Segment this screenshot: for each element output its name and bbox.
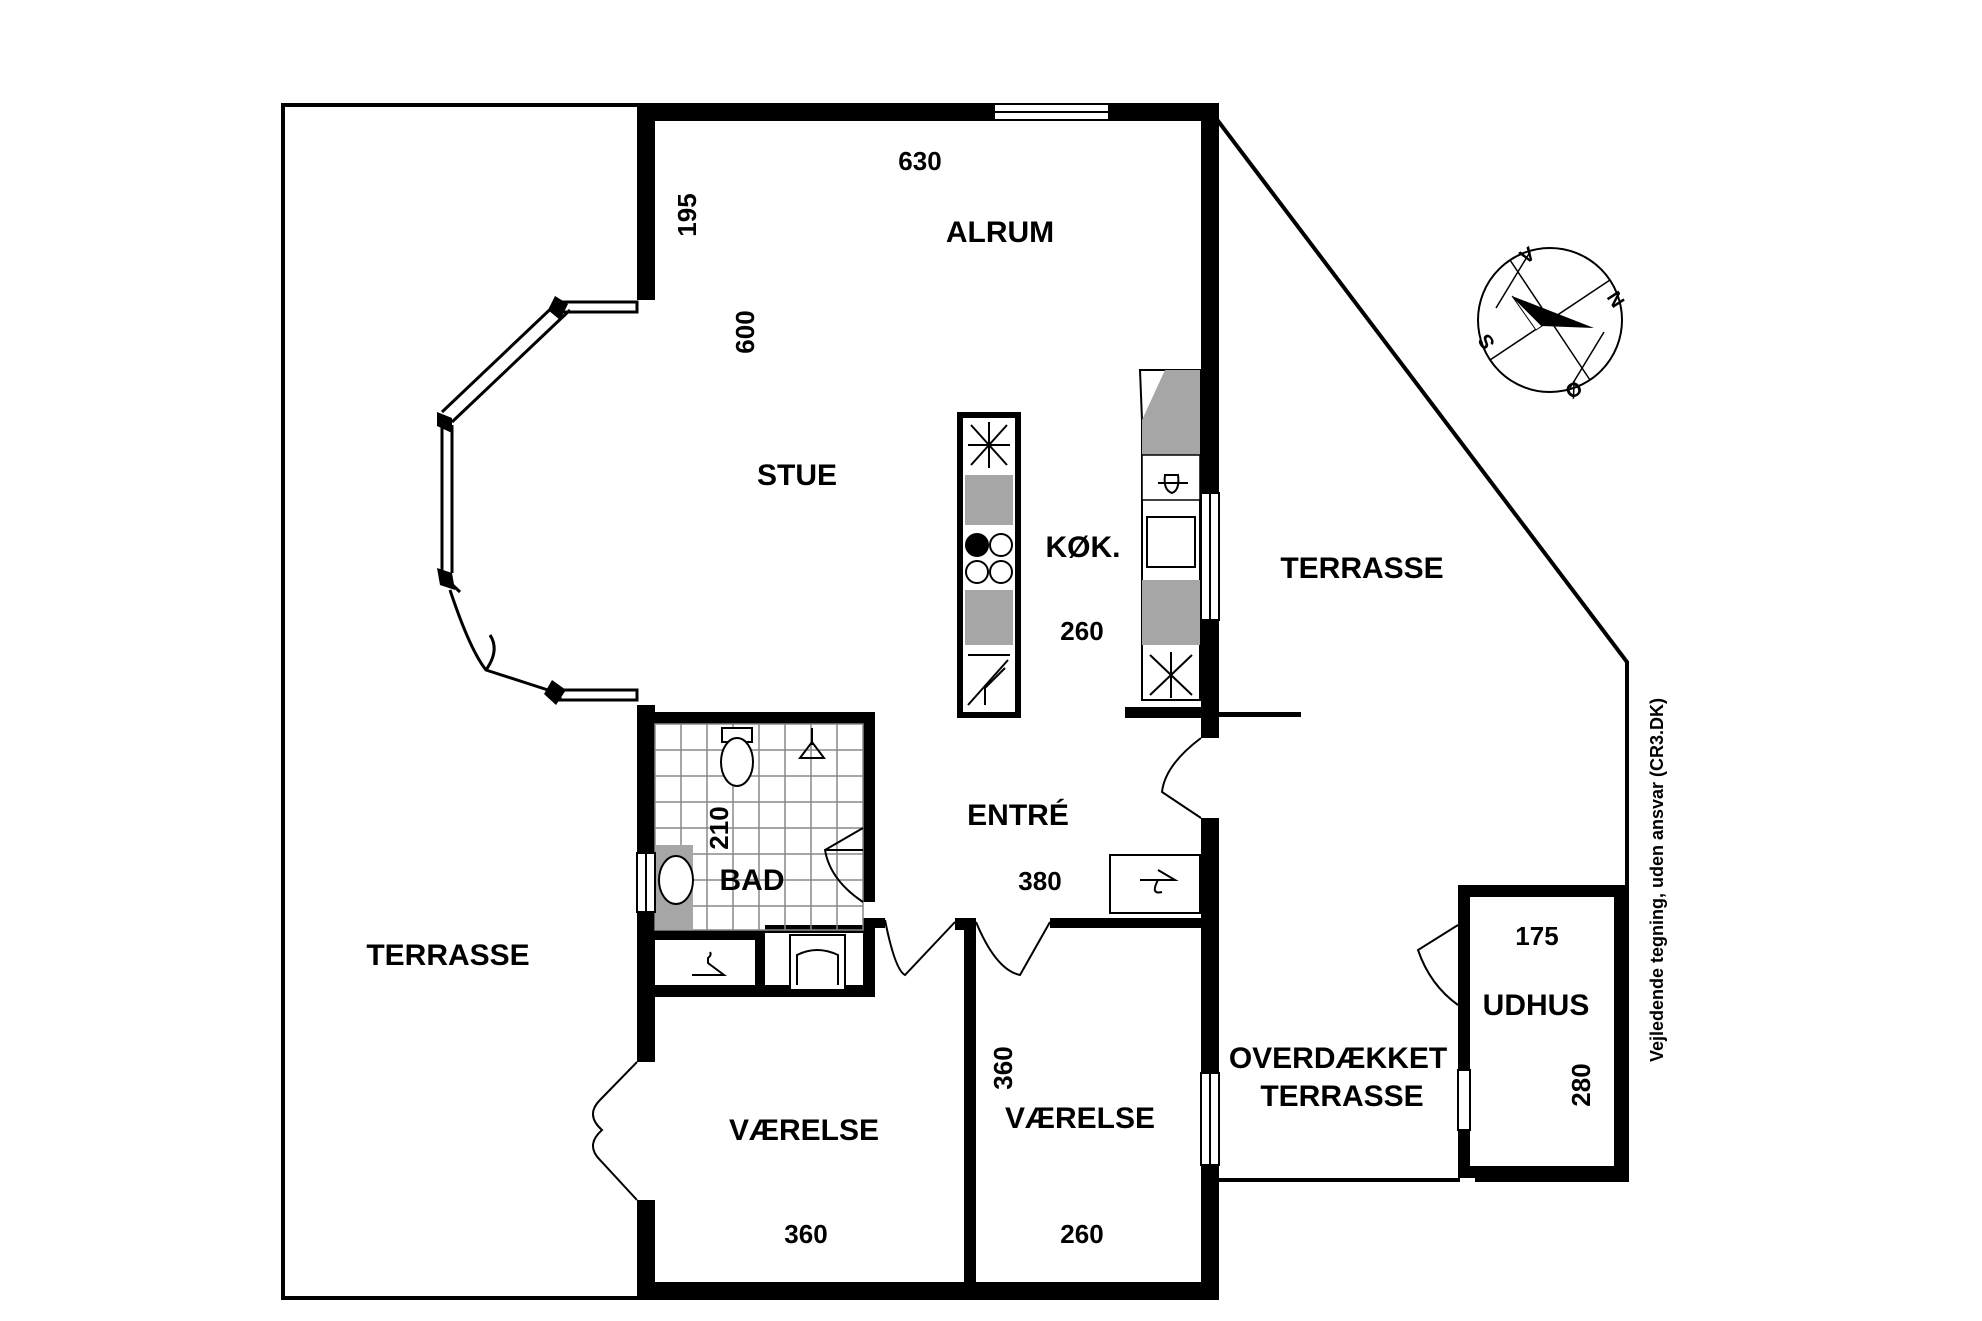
room-label-stue: STUE bbox=[757, 459, 837, 492]
room-label-terrasse-left: TERRASSE bbox=[366, 939, 529, 972]
room-label-bad: BAD bbox=[720, 864, 785, 897]
dim-entre-width: 380 bbox=[1018, 866, 1061, 896]
window-top bbox=[993, 103, 1110, 121]
room-labels: ALRUM STUE KØK. ENTRÉ BAD VÆRELSE VÆRELS… bbox=[366, 216, 1589, 1147]
dim-udhus-depth: 280 bbox=[1566, 1063, 1596, 1106]
hanger-icon bbox=[1140, 869, 1179, 894]
kitchen-sink bbox=[1146, 516, 1196, 568]
door-left-bedroom bbox=[592, 1061, 638, 1201]
hall-closet bbox=[1109, 854, 1201, 914]
bathroom-tiles bbox=[654, 723, 864, 931]
washer bbox=[789, 934, 846, 991]
dimension-labels: 630 195 600 260 210 380 360 360 260 175 … bbox=[672, 146, 1596, 1249]
sink-basin bbox=[658, 855, 694, 905]
shower-icon bbox=[798, 728, 826, 759]
dishwasher-icon bbox=[967, 654, 1010, 706]
dim-kok-width: 260 bbox=[1060, 616, 1103, 646]
dim-stue-depth: 600 bbox=[730, 310, 760, 353]
dim-udhus-width: 175 bbox=[1515, 921, 1558, 951]
room-label-terrasse-right: TERRASSE bbox=[1280, 552, 1443, 585]
bay-window-posts bbox=[437, 296, 568, 705]
room-label-kok: KØK. bbox=[1046, 531, 1121, 564]
terrace-outlines bbox=[281, 103, 1629, 1300]
toilet-bowl bbox=[720, 737, 754, 787]
dim-bad-depth: 210 bbox=[704, 806, 734, 849]
window-bath bbox=[636, 852, 656, 913]
disclaimer-text: Vejledende tegning, uden ansvar (CR3.DK) bbox=[1647, 698, 1667, 1062]
room-label-udhus: UDHUS bbox=[1483, 989, 1590, 1022]
stove-icon bbox=[965, 533, 1013, 584]
room-label-vaerelse-left: VÆRELSE bbox=[729, 1114, 879, 1147]
dim-alrum-depth: 195 bbox=[672, 193, 702, 236]
bathroom-fixtures bbox=[655, 727, 846, 991]
dim-alrum-width: 630 bbox=[898, 146, 941, 176]
room-label-overdaekket-1: OVERDÆKKET bbox=[1229, 1042, 1447, 1075]
faucet-icon bbox=[1158, 474, 1188, 495]
dim-vaerelse-right-width: 260 bbox=[1060, 1219, 1103, 1249]
room-label-alrum: ALRUM bbox=[946, 216, 1054, 249]
compass-rose: N S Ø V bbox=[1474, 243, 1628, 403]
room-label-entre: ENTRÉ bbox=[967, 798, 1069, 832]
bay-window bbox=[440, 298, 639, 702]
room-label-vaerelse-right: VÆRELSE bbox=[1005, 1102, 1155, 1135]
asterisk-icon bbox=[968, 422, 1010, 468]
asterisk-icon bbox=[1149, 652, 1193, 698]
kitchen-island bbox=[957, 412, 1021, 718]
north-arrow-icon bbox=[1512, 296, 1594, 328]
kitchen-counter bbox=[1138, 369, 1201, 701]
windows-right bbox=[1200, 492, 1471, 1166]
hanger-icon bbox=[692, 951, 727, 976]
room-label-overdaekket-2: TERRASSE bbox=[1260, 1080, 1423, 1113]
dim-vaerelse-left-depth: 360 bbox=[988, 1046, 1018, 1089]
dim-vaerelse-left-width: 360 bbox=[784, 1219, 827, 1249]
interior-doors bbox=[823, 737, 1459, 1006]
